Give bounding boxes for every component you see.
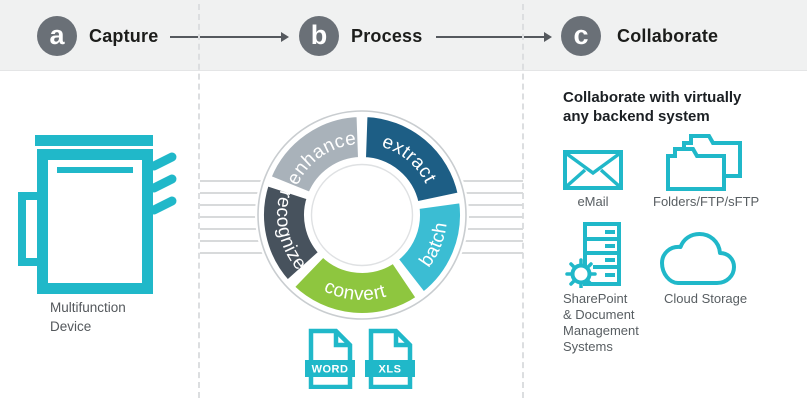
- email-label-line1: eMail: [577, 194, 609, 209]
- word-file-icon: WORD: [305, 328, 355, 389]
- word-file-label: WORD: [312, 364, 349, 376]
- wheel-segment-extract: [361, 112, 463, 206]
- step-label-process: Process: [351, 26, 423, 46]
- multifunction-device-icon: [18, 135, 177, 294]
- multifunction-device-label: Multifunction Device: [50, 298, 126, 336]
- sharepoint-label-line1: SharePoint: [563, 291, 628, 306]
- email-label: eMail: [563, 194, 623, 210]
- collaborate-heading-line2: any backend system: [563, 108, 710, 125]
- step-badge-b: b: [299, 16, 339, 56]
- folders-icon: [666, 134, 742, 191]
- step-badge-c: c: [561, 16, 601, 56]
- sharepoint-label-line3: Management: [563, 323, 639, 338]
- device-label-line2: Device: [50, 319, 92, 334]
- step-badge-a: a: [37, 16, 77, 56]
- xls-file-icon: XLS: [365, 328, 415, 389]
- cloud-storage-label: Cloud Storage: [664, 291, 747, 307]
- header-band: [0, 0, 807, 71]
- divider-process-collaborate: [522, 4, 524, 398]
- divider-capture-process: [198, 4, 200, 398]
- step-label-capture: Capture: [89, 26, 159, 46]
- arrow-process-to-collaborate-icon: [436, 32, 552, 42]
- cloud-icon: [660, 232, 736, 285]
- email-icon: [563, 150, 623, 190]
- wheel-segment-convert: [289, 252, 421, 317]
- wheel-segment-enhance: [266, 112, 363, 197]
- output-files-row: WORD XLS: [304, 327, 416, 389]
- server-gear-icon: [565, 222, 621, 288]
- cloud-storage-label-line1: Cloud Storage: [664, 291, 748, 306]
- sharepoint-label-line4: Systems: [563, 339, 613, 354]
- arrow-capture-to-process-icon: [170, 32, 289, 42]
- collaborate-heading-line1: Collaborate with virtually: [563, 89, 742, 106]
- step-label-collaborate: Collaborate: [617, 26, 719, 46]
- xls-file-label: XLS: [379, 364, 402, 376]
- collaborate-heading: Collaborate with virtually any backend s…: [563, 88, 741, 126]
- device-label-line1: Multifunction: [50, 300, 126, 315]
- wheel-segment-batch: [393, 198, 464, 297]
- folders-label-line1: Folders/FTP/sFTP: [653, 194, 760, 209]
- wheel-segment-recognize: [260, 181, 324, 285]
- sharepoint-label-line2: & Document: [563, 307, 635, 322]
- folders-label: Folders/FTP/sFTP: [653, 194, 759, 210]
- sharepoint-label: SharePoint & Document Management Systems: [563, 291, 639, 355]
